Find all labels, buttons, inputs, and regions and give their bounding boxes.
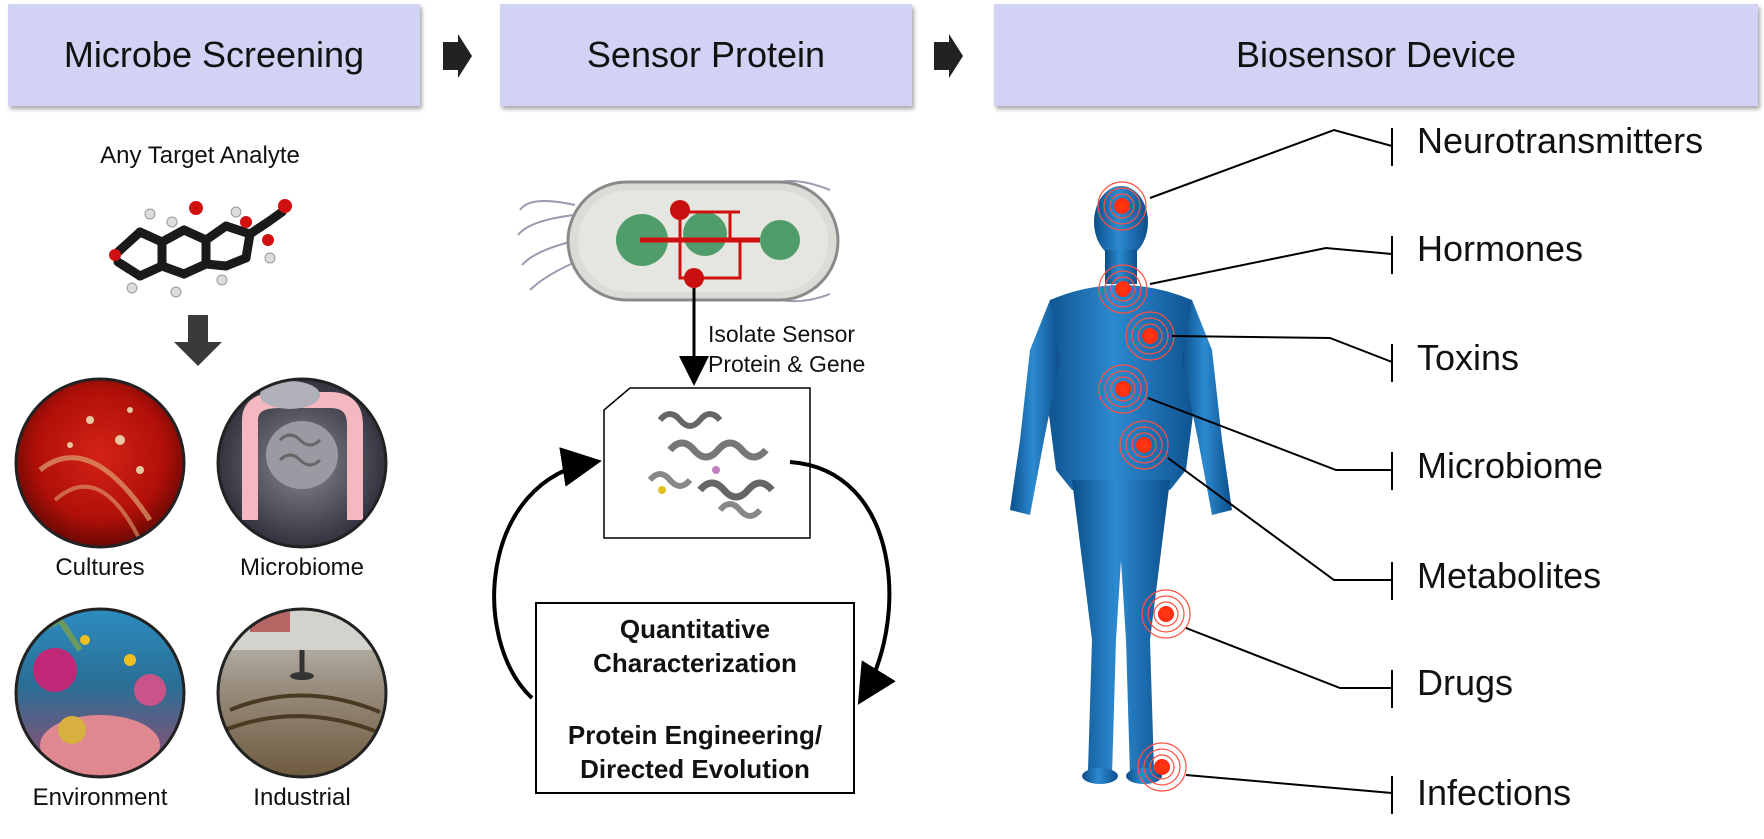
- molecule-icon: [113, 207, 287, 281]
- isolate-label-line1: Isolate Sensor: [708, 321, 856, 347]
- target-analyte-label: Any Target Analyte: [100, 142, 300, 169]
- isolate-label-line2: Protein & Gene: [708, 351, 866, 377]
- human-body-figure: [1010, 186, 1232, 784]
- industrial-image: [216, 607, 388, 779]
- bacterium-cell-icon: [517, 180, 840, 303]
- cultures-label: Cultures: [55, 554, 145, 581]
- characterization-box: [535, 602, 855, 794]
- microbiome-image: [216, 377, 388, 549]
- box-text-line1: Quantitative: [619, 614, 771, 644]
- target-label-metabolites: Metabolites: [1417, 555, 1602, 596]
- target-label-infections: Infections: [1417, 772, 1572, 813]
- target-label-drugs: Drugs: [1417, 662, 1514, 703]
- cycle-arrow-right: [789, 460, 896, 705]
- cycle-arrow-left: [492, 447, 602, 700]
- hotspots: [1097, 181, 1191, 792]
- header-arrow-2: [934, 34, 963, 78]
- box-text-line2: Characterization: [593, 648, 797, 678]
- down-arrow: [174, 315, 222, 366]
- industrial-label: Industrial: [253, 784, 351, 811]
- environment-image: [14, 607, 186, 779]
- target-label-neurotransmitters: Neurotransmitters: [1417, 120, 1704, 161]
- microbiome-label: Microbiome: [239, 554, 365, 581]
- target-label-microbiome: Microbiome: [1417, 445, 1604, 486]
- target-label-hormones: Hormones: [1417, 228, 1584, 269]
- cultures-image: [14, 377, 186, 549]
- target-label-toxins: Toxins: [1417, 337, 1520, 378]
- box-text-line4: Directed Evolution: [580, 754, 810, 784]
- molecule-atoms: [109, 199, 292, 298]
- header-biosensor-device: Biosensor Device: [994, 4, 1758, 106]
- connector-lines: [1147, 128, 1393, 794]
- protein-structure-document: [603, 387, 811, 539]
- box-text-line3: Protein Engineering/: [567, 720, 823, 750]
- environment-label: Environment: [32, 784, 168, 811]
- header-sensor-protein: Sensor Protein: [500, 4, 912, 106]
- header-microbe-screening: Microbe Screening: [8, 4, 420, 106]
- header-arrow-1: [443, 34, 472, 78]
